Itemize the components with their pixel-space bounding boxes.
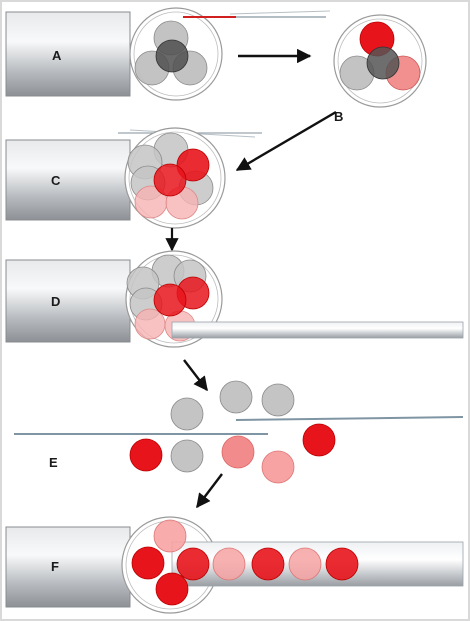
fiber-tube-d: [171, 321, 464, 339]
label-c: C: [51, 173, 61, 188]
arrow-e-to-f: [196, 473, 223, 509]
sphere-gray: [170, 397, 204, 431]
arrow-b-to-c: [235, 110, 337, 172]
panel-d: D: [5, 250, 464, 348]
label-e: E: [49, 455, 58, 470]
sphere-dark: [155, 39, 189, 73]
sphere-gray: [261, 383, 295, 417]
arrow-d-to-e: [183, 359, 208, 392]
sphere-red: [131, 546, 165, 580]
sphere-red: [153, 163, 187, 197]
panel-b: B: [333, 14, 427, 124]
capsule-d-inner: [129, 254, 219, 344]
panel-a: A: [5, 7, 331, 101]
cylinder-f: [5, 526, 131, 608]
sphere-red: [153, 283, 187, 317]
sphere-pink: [134, 308, 166, 340]
sphere-pink: [153, 519, 187, 553]
sphere-red: [155, 572, 189, 606]
sphere-pink: [221, 435, 255, 469]
sphere-red: [251, 547, 285, 581]
cylinder-a: [5, 11, 131, 97]
sphere-gray: [170, 439, 204, 473]
sphere-red: [325, 547, 359, 581]
label-f: F: [51, 559, 59, 574]
fiber-line: [229, 10, 331, 15]
sphere-pink: [261, 450, 295, 484]
cylinder-d: [5, 259, 131, 343]
capsule-a-inner: [133, 11, 219, 97]
label-b: B: [334, 109, 343, 124]
sphere-red: [129, 438, 163, 472]
sphere-red: [176, 148, 210, 182]
capsule-c-inner: [128, 131, 222, 225]
label-d: D: [51, 294, 60, 309]
sphere-gray: [219, 380, 253, 414]
sphere-pink: [288, 547, 322, 581]
sphere-pink: [212, 547, 246, 581]
cylinder-c: [5, 139, 131, 221]
panel-c: C: [5, 127, 262, 229]
capsule-b-inner: [337, 18, 423, 104]
sphere-dark: [366, 46, 400, 80]
sphere-red: [302, 423, 336, 457]
panel-f: F: [5, 516, 464, 614]
panel-e: E: [14, 380, 464, 484]
label-a: A: [52, 48, 62, 63]
fiber-line: [235, 416, 464, 421]
sphere-red: [176, 547, 210, 581]
